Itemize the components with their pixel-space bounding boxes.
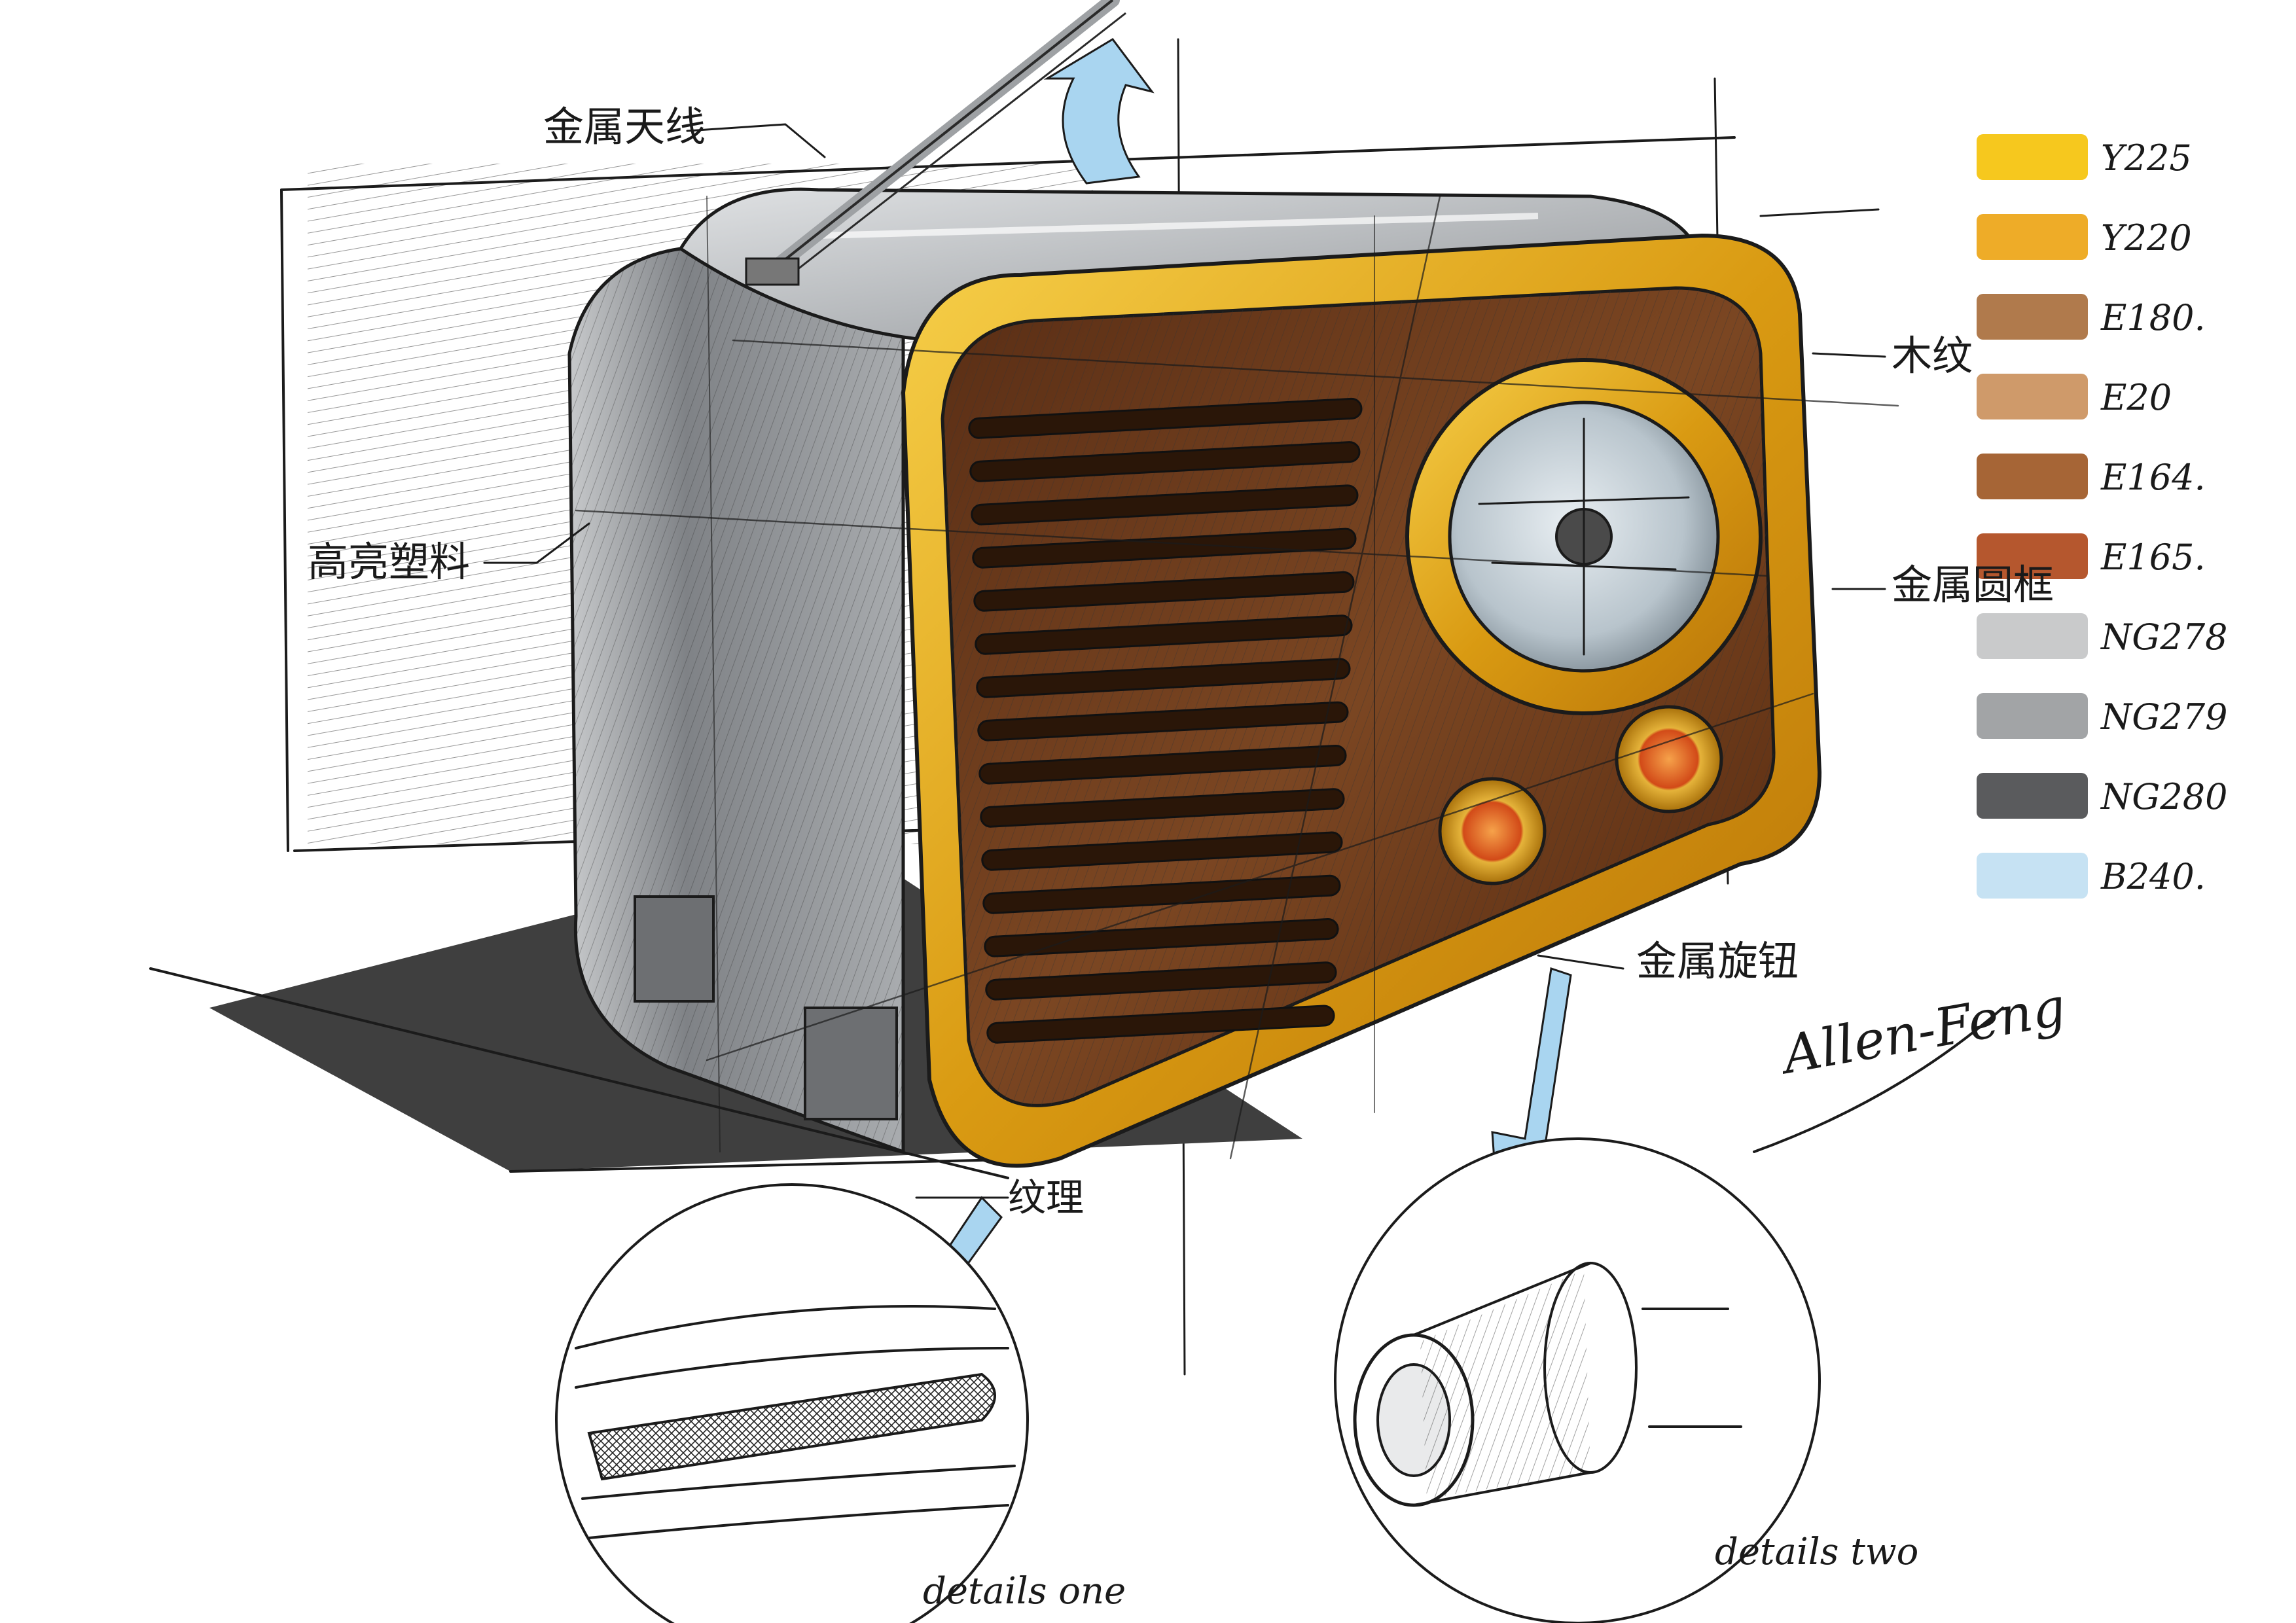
annotation-wood-panel: 木纹 [1892, 332, 1973, 380]
construction-lines [575, 195, 1899, 1160]
color-swatch-code: E180. [2100, 297, 2206, 338]
grille-slot [973, 571, 1355, 612]
leader-lines [483, 123, 1886, 1199]
color-swatch: B240. [1977, 853, 2206, 899]
color-swatch: E164. [1977, 454, 2206, 499]
annotation-texture: 纹理 [1008, 1175, 1084, 1220]
grille-slot [972, 527, 1357, 569]
detail-circle-two [1334, 1137, 1821, 1623]
detail-label-two: details two [1715, 1531, 1918, 1573]
grille-slot [978, 744, 1347, 785]
color-swatch: NG280 [1977, 773, 2227, 819]
tuning-dial [1405, 358, 1763, 715]
grille-slot [980, 788, 1345, 828]
annotation-metal-ring: 金属圆框 [1892, 561, 2054, 609]
grille-slot [969, 441, 1361, 482]
color-swatch: E180. [1977, 294, 2206, 340]
tuning-knob [1615, 705, 1723, 813]
color-swatch-chip [1977, 214, 2088, 260]
color-swatch-code: E20 [2100, 377, 2172, 418]
color-swatch-chip [1977, 454, 2088, 499]
color-swatch: E165. [1977, 533, 2206, 579]
grille-slot [968, 397, 1363, 439]
color-swatch-chip [1977, 374, 2088, 419]
color-swatch: Y225 [1977, 134, 2192, 180]
annotation-body: 高亮塑料 [308, 538, 470, 586]
color-swatch-chip [1977, 693, 2088, 739]
color-swatch-chip [1977, 853, 2088, 899]
color-swatch-code: NG280 [2100, 776, 2227, 817]
color-swatch-code: E165. [2100, 537, 2206, 578]
antenna [745, 0, 1126, 286]
radio-body [567, 247, 905, 1154]
grille-slot [971, 484, 1359, 526]
grille-slot [986, 1005, 1335, 1044]
color-swatch: NG279 [1977, 693, 2227, 739]
color-swatch: E20 [1977, 374, 2172, 419]
speaker-grille [968, 397, 1363, 1044]
color-swatch-chip [1977, 294, 2088, 340]
color-swatch: NG278 [1977, 613, 2227, 659]
grille-slot [982, 874, 1341, 914]
color-swatch-code: B240. [2100, 856, 2206, 897]
color-swatch-code: E164. [2100, 457, 2206, 498]
grille-slot [975, 615, 1353, 655]
color-swatch-chip [1977, 613, 2088, 659]
color-swatch-code: Y225 [2101, 137, 2192, 179]
color-swatch-code: NG279 [2100, 696, 2227, 738]
grille-slot [981, 831, 1343, 871]
volume-knob [1438, 777, 1547, 885]
grille-slot [984, 918, 1339, 957]
color-swatch-code: NG278 [2100, 616, 2227, 658]
annotation-antenna: 金属天线 [543, 103, 706, 151]
color-swatch-chip [1977, 533, 2088, 579]
annotation-metal-knob: 金属旋钮 [1636, 937, 1799, 985]
color-swatch-code: Y220 [2101, 217, 2192, 259]
antenna-arrow [1043, 38, 1155, 185]
grille-slot [977, 701, 1349, 741]
detail-label-one: details one [923, 1570, 1126, 1613]
detail-circle-one [555, 1183, 1029, 1623]
color-swatch-chip [1977, 773, 2088, 819]
grille-slot [985, 961, 1337, 1001]
grille-slot [976, 658, 1351, 698]
color-swatch-chip [1977, 134, 2088, 180]
color-swatch: Y220 [1977, 214, 2192, 260]
